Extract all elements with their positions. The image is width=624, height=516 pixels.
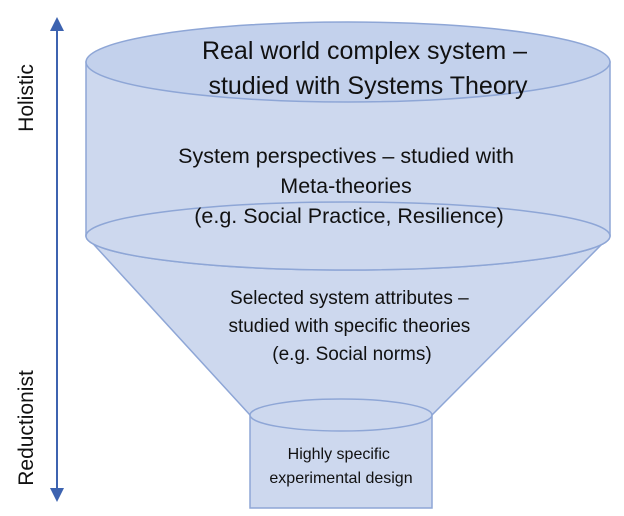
level-1-line-1: Real world complex system – — [202, 37, 527, 65]
holistic-label: Holistic — [15, 64, 38, 132]
funnel-neck-ellipse — [249, 398, 433, 432]
level-3-line-2: studied with specific theories — [228, 316, 470, 337]
level-2-line-1: System perspectives – studied with — [178, 144, 514, 168]
level-2-text: System perspectives – studied with Meta-… — [178, 144, 520, 228]
level-1-text: Real world complex system – studied with… — [202, 37, 534, 100]
level-4-line-1: Highly specific — [288, 446, 390, 463]
funnel-middle-rim — [85, 201, 611, 271]
funnel-top-ellipse — [85, 21, 611, 103]
level-2-line-2: Meta-theories — [280, 174, 411, 198]
level-1-line-2: studied with Systems Theory — [208, 72, 528, 100]
funnel — [85, 21, 611, 509]
level-3-line-3: (e.g. Social norms) — [272, 344, 431, 365]
level-4-line-2: experimental design — [269, 470, 412, 487]
level-3-line-1: Selected system attributes – — [230, 288, 469, 309]
level-2-line-3: (e.g. Social Practice, Resilience) — [194, 204, 503, 228]
level-4-text: Highly specific experimental design — [269, 446, 412, 487]
reductionist-label: Reductionist — [15, 370, 38, 486]
level-3-text: Selected system attributes – studied wit… — [228, 288, 475, 365]
